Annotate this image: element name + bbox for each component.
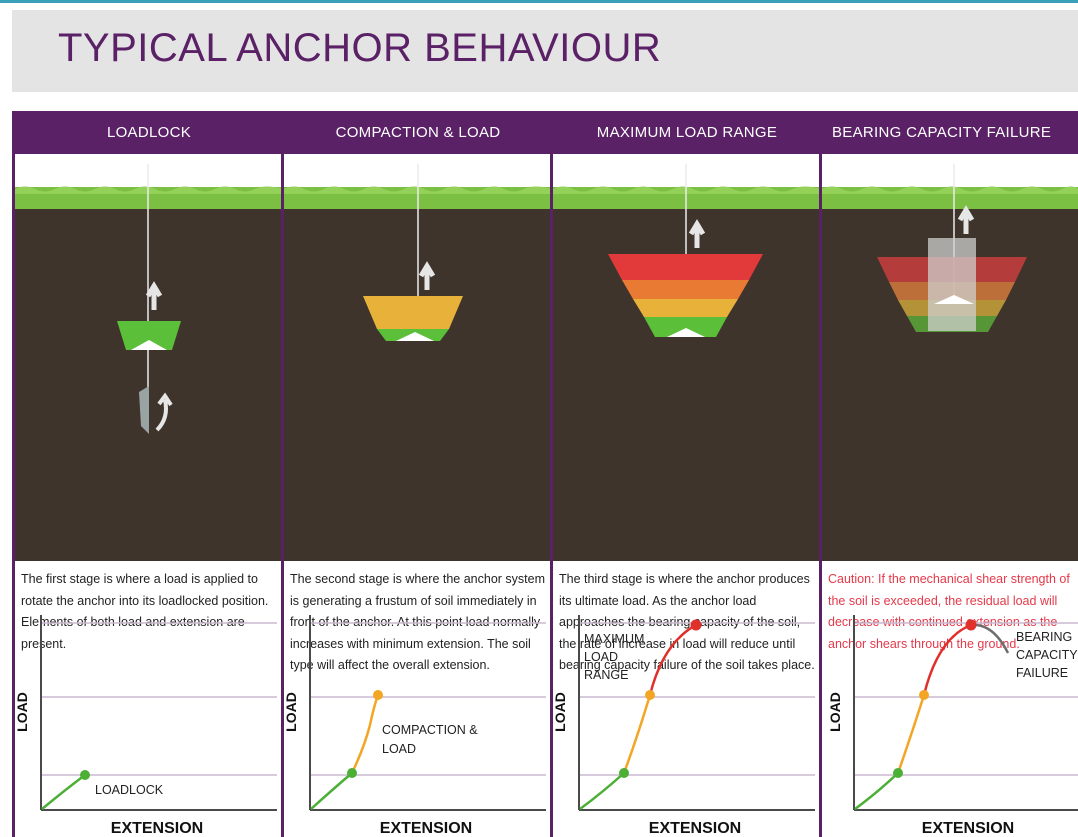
load-curve-green <box>310 772 353 810</box>
sky <box>822 154 1078 187</box>
panel-border-left <box>12 111 15 837</box>
soil-wedge-green <box>117 321 181 350</box>
load-curve-red <box>922 623 972 696</box>
load-curve-yellow <box>622 694 652 774</box>
curve-annotation: MAXIMUM <box>584 632 644 646</box>
up-arrow-icon <box>145 281 163 310</box>
load-curve-grey <box>970 623 1010 654</box>
stage-point <box>919 690 929 700</box>
stage-description: The second stage is where the anchor sys… <box>290 572 545 672</box>
page-title: TYPICAL ANCHOR BEHAVIOUR <box>58 26 662 70</box>
stage-panel-compaction: COMPACTION & LOAD The second stage is wh… <box>284 111 552 837</box>
load-extension-graph-compaction: LOAD EXTENSION COMPACTION & LOAD <box>284 615 546 837</box>
y-axis-label: LOAD <box>15 692 30 732</box>
curve-annotation: LOAD <box>382 742 416 756</box>
stage-point <box>347 768 357 778</box>
stage-point <box>373 690 383 700</box>
soil-wedge-yellow <box>633 299 738 317</box>
x-axis-label: EXTENSION <box>649 820 741 837</box>
curve-annotation: LOADLOCK <box>95 783 164 797</box>
stage-point <box>893 768 903 778</box>
curve-annotation: LOAD <box>584 650 618 664</box>
up-arrow-icon <box>418 261 436 290</box>
shear-column <box>928 238 976 331</box>
rotate-arrow-icon <box>155 392 173 432</box>
x-axis-label: EXTENSION <box>380 820 472 837</box>
load-curve-red <box>648 623 697 696</box>
curve-annotation: COMPACTION & <box>382 723 478 737</box>
curve-annotation: CAPACITY <box>1016 648 1078 662</box>
y-axis-label: LOAD <box>827 692 843 732</box>
grass-tuft <box>553 186 821 194</box>
stage-description: The first stage is where a load is appli… <box>21 572 269 651</box>
load-extension-graph-loadlock: LOAD EXTENSION LOADLOCK <box>15 615 277 837</box>
stage-description-caution: Caution: If the mechanical shear strengt… <box>828 572 1070 651</box>
soil-wedge-red <box>608 254 763 280</box>
panel-divider <box>550 111 553 837</box>
panel-divider <box>281 111 284 837</box>
y-axis-label: LOAD <box>284 692 299 732</box>
load-extension-graph-bearing-failure: LOAD EXTENSION BEARING CAPACITY FAILURE <box>827 615 1078 837</box>
stage-panel-maximum-load: MAXIMUM LOAD RANGE The third stage is wh… <box>553 111 821 837</box>
x-axis-label: EXTENSION <box>922 820 1014 837</box>
curve-annotation: RANGE <box>584 668 628 682</box>
sky <box>553 154 821 187</box>
stage-header: COMPACTION & LOAD <box>284 111 552 154</box>
soil-scene-maximum-load <box>553 154 821 561</box>
curve-annotation: FAILURE <box>1016 666 1068 680</box>
x-axis-label: EXTENSION <box>111 820 203 837</box>
load-curve-green <box>854 772 899 811</box>
anchor-plate <box>131 340 167 350</box>
load-curve-yellow <box>896 694 926 774</box>
grass-tuft <box>822 186 1078 194</box>
soil <box>15 187 283 561</box>
top-accent-rule <box>0 0 1078 3</box>
stage-panel-bearing-failure: BEARING CAPACITY FAILURE Caution: If the… <box>822 111 1078 837</box>
panel-divider <box>819 111 822 837</box>
load-extension-graph-maximum-load: LOAD EXTENSION MAXIMUM LOAD RANGE <box>553 615 815 837</box>
anchor-plate <box>667 328 705 337</box>
up-arrow-icon <box>957 205 975 234</box>
curve-annotation: BEARING <box>1016 630 1072 644</box>
stage-header: MAXIMUM LOAD RANGE <box>553 111 821 154</box>
soil-scene-loadlock <box>15 154 283 561</box>
load-curve-green <box>41 774 86 810</box>
soil-wedge-green <box>644 317 727 337</box>
stage-point <box>80 770 90 780</box>
stage-description: The third stage is where the anchor prod… <box>559 572 815 672</box>
stage-point <box>690 619 702 631</box>
stage-header: BEARING CAPACITY FAILURE <box>822 111 1078 154</box>
anchor-plate <box>396 332 434 341</box>
soil-scene-compaction <box>284 154 552 561</box>
up-arrow-icon <box>688 219 706 248</box>
stage-point <box>965 619 977 631</box>
y-axis-label: LOAD <box>553 692 568 732</box>
anchor-plate <box>934 295 974 304</box>
title-band <box>12 10 1078 92</box>
anchor-rotating <box>139 386 149 434</box>
stage-header: LOADLOCK <box>15 111 283 154</box>
load-curve-green <box>579 772 625 811</box>
soil <box>553 187 821 561</box>
stage-panel-loadlock: LOADLOCK The first stage is where a load… <box>15 111 283 837</box>
stage-point <box>645 690 655 700</box>
stage-point <box>619 768 629 778</box>
load-curve-yellow <box>350 694 380 774</box>
sky <box>15 154 283 187</box>
soil-wedge-orange <box>622 280 749 299</box>
grass-tuft <box>15 186 283 194</box>
soil-wedge-yellow <box>363 296 463 329</box>
soil-scene-bearing-failure <box>822 154 1078 561</box>
